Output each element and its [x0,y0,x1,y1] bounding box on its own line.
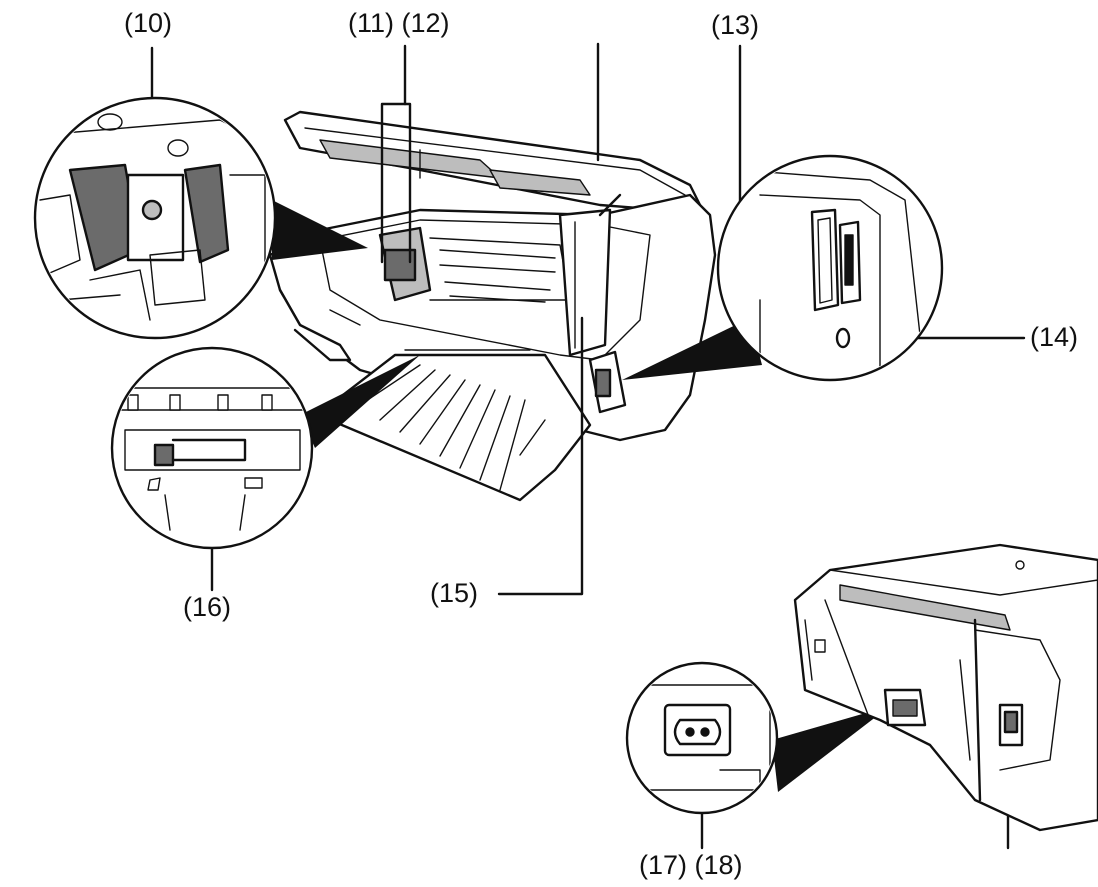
zoom-pointers [272,200,890,792]
zoom-circle-lever [110,346,314,550]
callout-13: (13) [711,10,760,40]
callout-17-18: (17) (18) [639,850,743,880]
zoom-circle-card-slots [716,154,944,382]
callout-11-12: (11) (12) [348,8,450,38]
callout-10: (10) [124,8,173,38]
zoom-circle-print-head-holder [33,96,277,340]
callout-16: (16) [183,592,232,622]
callout-14: (14) [1030,322,1079,352]
printer-rear-body [793,543,1098,832]
callout-15: (15) [430,578,479,608]
printer-front-body [268,110,717,502]
zoom-circle-power-connector [625,661,779,815]
